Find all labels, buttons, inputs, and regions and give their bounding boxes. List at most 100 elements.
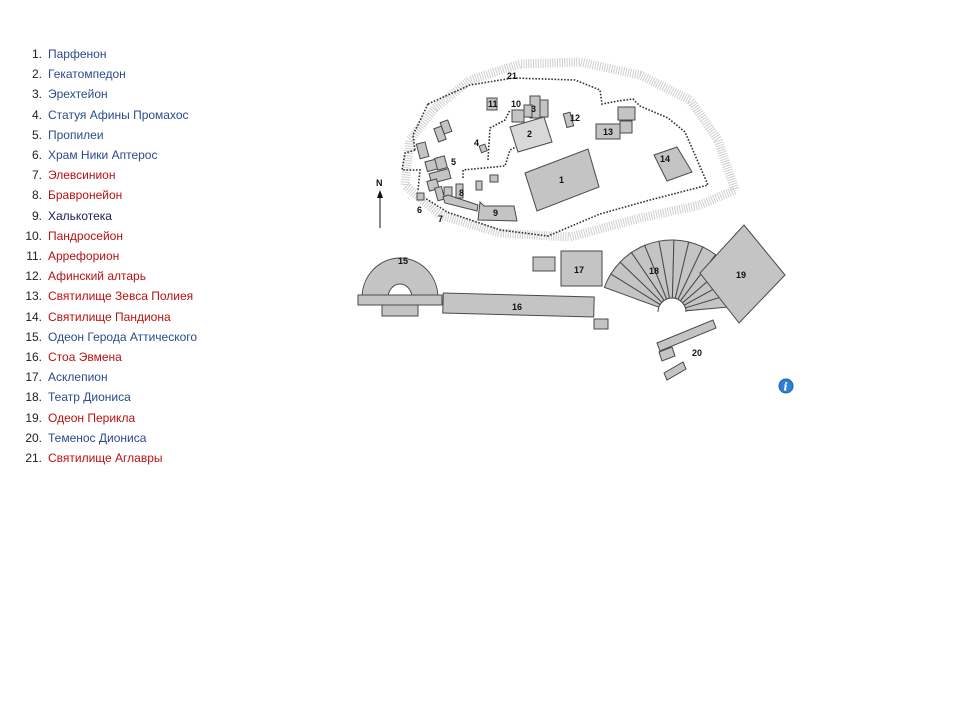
legend-item-link[interactable]: Эрехтейон bbox=[48, 87, 108, 102]
legend-item: 12. Афинский алтарь bbox=[20, 266, 197, 286]
legend-item-number: 19. bbox=[25, 410, 42, 425]
legend-item-number: 9. bbox=[31, 208, 42, 223]
legend-item-link[interactable]: Пропилеи bbox=[48, 127, 104, 142]
building-pandroseion[interactable] bbox=[511, 109, 525, 123]
legend-item-link[interactable]: Театр Диониса bbox=[48, 390, 131, 405]
legend-item: 11. Аррефорион bbox=[20, 246, 197, 266]
map-label-12: 12 bbox=[570, 113, 580, 123]
legend-item-link[interactable]: Бравронейон bbox=[48, 188, 123, 203]
legend-item-link[interactable]: Асклепион bbox=[48, 370, 108, 385]
asklepion-stoa[interactable] bbox=[560, 250, 603, 287]
legend-item: 3. Эрехтейон bbox=[20, 84, 197, 104]
legend-item-link[interactable]: Храм Ники Аптерос bbox=[48, 148, 158, 163]
altar-of-athena[interactable] bbox=[562, 111, 575, 129]
asklepion[interactable] bbox=[532, 256, 556, 272]
building-temple-of-athena-nike[interactable] bbox=[416, 192, 425, 201]
legend-item: 2. Гекатомпедон bbox=[20, 64, 197, 84]
legend-item-number: 15. bbox=[25, 329, 42, 344]
inner-wall-north bbox=[401, 149, 421, 191]
stoa-of-eumenes[interactable] bbox=[442, 292, 595, 318]
map-label-14: 14 bbox=[660, 154, 670, 164]
legend-item-number: 3. bbox=[31, 87, 42, 102]
building-chalkotheke-annex[interactable] bbox=[455, 183, 464, 199]
legend-item: 20.Теменос Диониса bbox=[20, 428, 197, 448]
legend-item-link[interactable]: Парфенон bbox=[48, 47, 107, 61]
legend-item: 15. Одеон Герода Аттического bbox=[20, 327, 197, 347]
odeon-of-herodes-atticus[interactable] bbox=[357, 257, 443, 317]
legend-item-number: 13. bbox=[25, 289, 42, 304]
map-label-10: 10 bbox=[511, 99, 521, 109]
statue-athena-promachos[interactable] bbox=[478, 143, 488, 154]
inner-wall-propylaia bbox=[487, 109, 511, 161]
sanctuary-of-pandion[interactable] bbox=[653, 146, 693, 182]
legend-item-number: 8. bbox=[31, 188, 42, 203]
legend-item-link[interactable]: Статуя Афины Промахос bbox=[48, 107, 189, 122]
map-label-1: 1 bbox=[559, 175, 564, 185]
legend-item: 16. Стоа Эвмена bbox=[20, 347, 197, 367]
building-hekatompedon[interactable] bbox=[509, 116, 553, 153]
legend-item: 4. Статуя Афины Промахос bbox=[20, 105, 197, 125]
legend-item-number: 21. bbox=[25, 451, 42, 466]
map-label-16: 16 bbox=[512, 302, 522, 312]
legend-item: 8. Бравронейон bbox=[20, 185, 197, 205]
theatre-orchestra bbox=[657, 297, 687, 313]
legend-item-number: 12. bbox=[25, 269, 42, 284]
info-icon[interactable]: i bbox=[778, 378, 794, 394]
legend-item-link[interactable]: Святилище Аглавры bbox=[48, 451, 163, 466]
legend-item: 6. Храм Ники Аптерос bbox=[20, 145, 197, 165]
legend-item-link[interactable]: Святилище Зевса Полиея bbox=[48, 289, 194, 304]
building-erechtheion[interactable] bbox=[523, 95, 549, 119]
legend-item: 9. Халькотека bbox=[20, 206, 197, 226]
north-arrow: N bbox=[376, 178, 383, 228]
legend-item-link[interactable]: Одеон Герода Аттического bbox=[48, 329, 198, 344]
legend-item-number: 14. bbox=[25, 309, 42, 324]
acropolis-wall bbox=[424, 77, 710, 237]
map-label-6: 6 bbox=[417, 205, 422, 215]
map-label-9: 9 bbox=[493, 208, 498, 218]
legend-item-number: 10. bbox=[25, 228, 42, 243]
legend-item-number: 2. bbox=[31, 67, 42, 82]
building-parthenon[interactable] bbox=[524, 148, 600, 212]
legend-item-link[interactable]: Теменос Диониса bbox=[48, 430, 147, 445]
legend-item-number: 16. bbox=[25, 350, 42, 365]
legend-item: 7.Элевсинион bbox=[20, 165, 197, 185]
legend-item-link[interactable]: Одеон Перикла bbox=[48, 410, 136, 425]
building-propylaia[interactable] bbox=[415, 119, 453, 192]
legend-item-number: 6. bbox=[31, 148, 42, 163]
legend-item: 1. Парфенон bbox=[20, 44, 197, 64]
sanctuary-of-zeus-polieus[interactable] bbox=[595, 106, 636, 140]
building-eleusinion[interactable] bbox=[433, 185, 446, 202]
legend-item-link[interactable]: Стоа Эвмена bbox=[48, 350, 122, 365]
legend-item-number: 18. bbox=[25, 390, 42, 405]
map-label-17: 17 bbox=[574, 265, 584, 275]
building-chalkotheke-base[interactable] bbox=[489, 174, 499, 183]
legend-item-number: 17. bbox=[25, 370, 42, 385]
stoa-end-block[interactable] bbox=[593, 318, 609, 330]
map-label-20: 20 bbox=[692, 348, 702, 358]
legend-item: 21. Святилище Аглавры bbox=[20, 448, 197, 468]
building-chalkotheke-pier[interactable] bbox=[475, 180, 483, 191]
legend-item: 14. Святилище Пандиона bbox=[20, 307, 197, 327]
legend-item-link[interactable]: Гекатомпедон bbox=[48, 67, 126, 82]
temenos-of-dionysus[interactable] bbox=[656, 319, 717, 381]
legend-item-link[interactable]: Аррефорион bbox=[48, 249, 120, 264]
inner-wall-terrace bbox=[462, 144, 521, 178]
building-chalkotheke-wing[interactable] bbox=[442, 194, 479, 212]
legend-item-link[interactable]: Афинский алтарь bbox=[48, 269, 146, 284]
legend-item-number: 1. bbox=[31, 47, 42, 61]
odeon-of-pericles[interactable] bbox=[699, 224, 786, 324]
legend-item-number: 4. bbox=[31, 107, 42, 122]
map-label-4: 4 bbox=[474, 138, 479, 148]
legend-item: 13. Святилище Зевса Полиея bbox=[20, 286, 197, 306]
legend-item: 19. Одеон Перикла bbox=[20, 408, 197, 428]
legend-item-link[interactable]: Святилище Пандиона bbox=[48, 309, 171, 324]
building-chalkotheke[interactable] bbox=[477, 200, 518, 222]
legend-item-number: 11. bbox=[26, 249, 42, 264]
legend-item-link[interactable]: Халькотека bbox=[48, 208, 112, 223]
building-arrephorion[interactable] bbox=[486, 97, 498, 111]
svg-text:i: i bbox=[784, 381, 788, 394]
map-label-21: 21 bbox=[507, 71, 517, 81]
legend-item-link[interactable]: Пандросейон bbox=[48, 228, 123, 243]
legend-item-link[interactable]: Элевсинион bbox=[48, 168, 116, 183]
legend-item: 18. Театр Диониса bbox=[20, 387, 197, 407]
